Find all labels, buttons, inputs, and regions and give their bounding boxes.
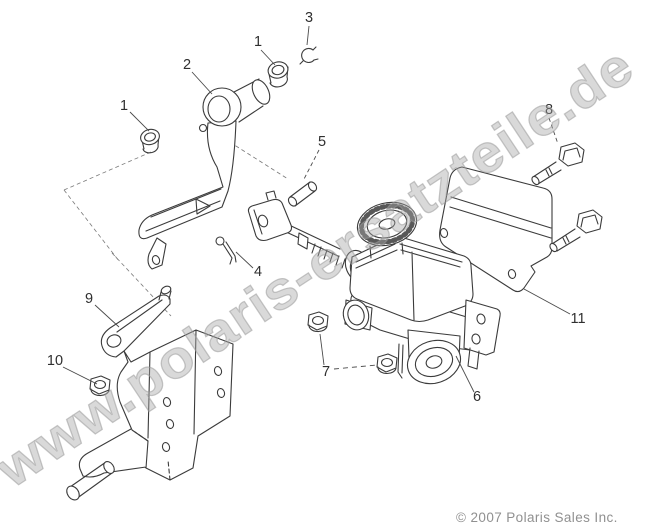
pivot-bushing-right [267,61,289,88]
hex-bolt-upper [531,142,585,186]
leader-3 [306,25,310,46]
cotter-pin [215,236,237,265]
leader-7-right [333,364,378,370]
callout-1-upper-left: 1 [120,98,128,114]
leader-9 [94,304,120,328]
mounting-nut-right [376,353,398,375]
pedal-bracket [66,285,234,501]
leader-lines [62,25,571,393]
axis-line-upper-left [63,151,152,191]
pad-tread-lines [145,188,222,232]
bracket-lobe-hole [106,334,122,348]
callout-4: 4 [254,264,262,280]
clevis-pin [287,181,318,207]
pivot-bore [207,95,231,123]
clevis-hole [257,214,269,228]
leader-2 [191,71,213,95]
plate-crease-line [449,196,552,239]
callout-5: 5 [318,134,326,150]
leader-10 [62,366,98,385]
axis-line-lower-left [63,189,120,262]
leader-4 [235,251,254,269]
pedal-arm-and-pad [138,120,237,240]
plate-hole [507,269,517,279]
callout-1-upper-right: 1 [254,34,262,50]
watermark: www.polaris-ersatzteile.de [0,36,644,500]
leader-6 [455,355,475,393]
master-cylinder [342,201,501,385]
leader-1-left [129,111,150,132]
callout-6: 6 [473,389,481,405]
snap-ring [299,46,319,65]
callout-11: 11 [570,311,585,327]
callout-2: 2 [183,57,191,73]
plate-hole [439,228,449,238]
callout-8: 8 [545,102,553,118]
copyright-notice: © 2007 Polaris Sales Inc. [456,510,618,525]
clevis-yoke [247,198,293,242]
mounting-flange [463,299,501,356]
bracket-main-plate [116,329,234,481]
bracket-lower-arm [78,428,147,478]
mounting-nut-left [307,311,329,333]
callout-3: 3 [305,10,313,26]
bleeder-screw [397,343,404,379]
clevis-pushrod [247,190,352,272]
callout-7: 7 [322,364,330,380]
threaded-boot [311,243,352,272]
reservoir-cap [356,201,418,259]
leader-1-right [260,49,276,66]
pivot-tube-end [251,79,271,105]
flange-ear [467,347,480,370]
bracket-pin [158,290,172,301]
pad-gusset [195,198,211,215]
leader-7-up [319,333,325,366]
leader-5 [302,149,320,182]
bracket-flange-nut [89,375,111,397]
callout-10: 10 [47,353,63,369]
brake-pedal [138,78,271,270]
leader-8 [548,117,559,145]
bottom-port [406,339,462,385]
bracket-pivot-pin [66,461,115,501]
pivot-bushing-left [140,128,160,154]
hex-bolt-lower [549,209,603,253]
jam-nut [297,232,309,250]
arm-hole [198,123,208,133]
leader-11 [523,288,571,315]
callout-9: 9 [85,291,93,307]
